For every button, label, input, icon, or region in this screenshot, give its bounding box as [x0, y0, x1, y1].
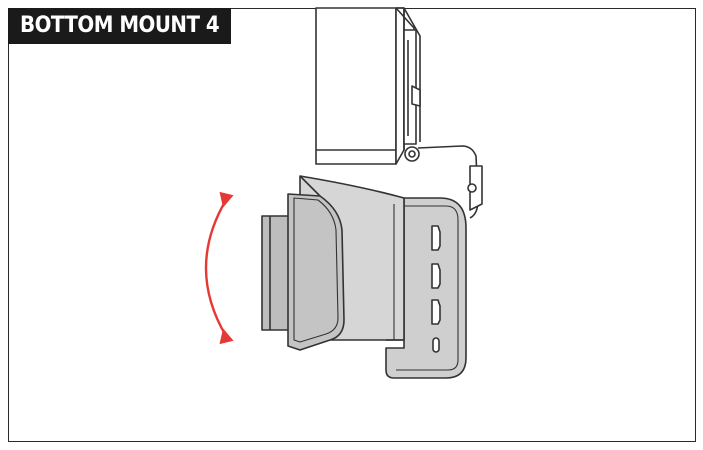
mount-bracket-icon [315, 7, 483, 219]
camera-device-icon [261, 175, 467, 379]
page-title: BOTTOM MOUNT 4 [8, 8, 232, 44]
curved-double-arrow-icon [204, 191, 234, 345]
